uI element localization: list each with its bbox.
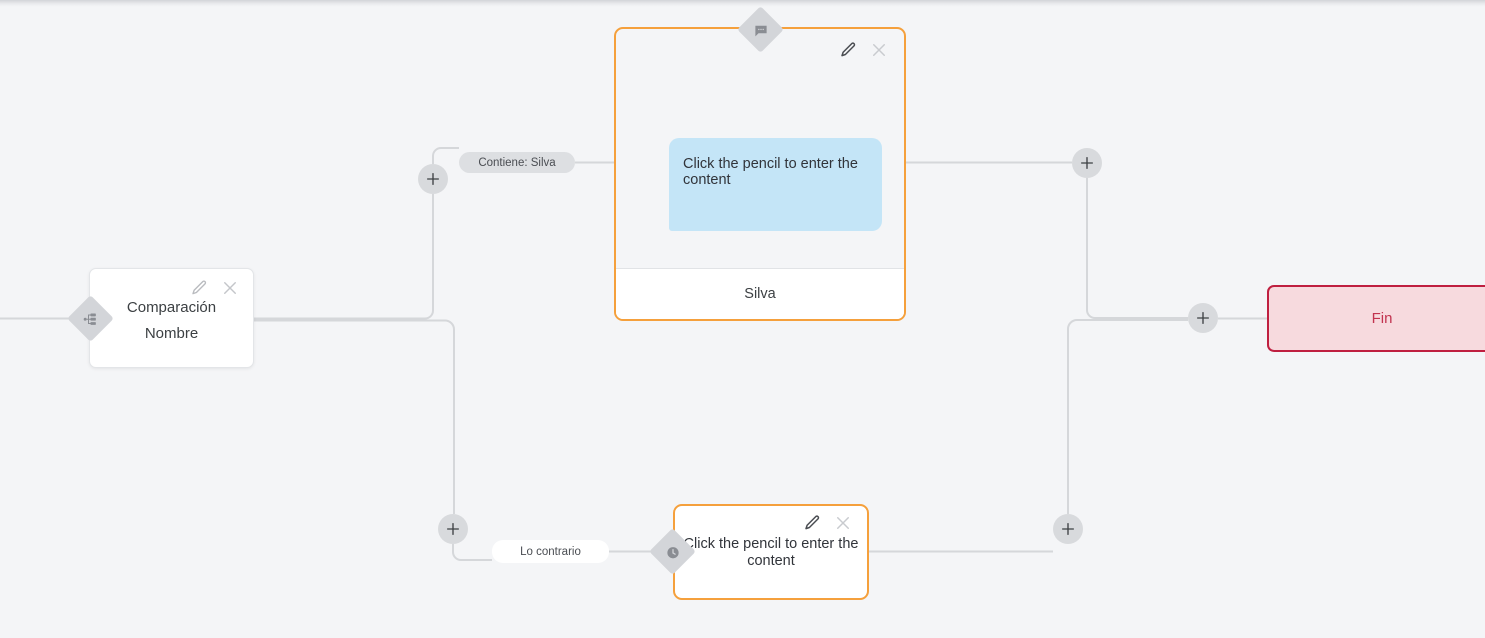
wire-p3-to-p4	[1086, 178, 1188, 319]
node-delay-card[interactable]: Click the pencil to enter the content	[673, 504, 869, 600]
add-step-button[interactable]	[1053, 514, 1083, 544]
branch-icon	[83, 311, 99, 327]
toolbar-bottom-edge	[0, 0, 1485, 7]
wire-p2-to-label	[452, 544, 492, 561]
comparison-title: Comparación	[126, 299, 217, 316]
delay-handle[interactable]	[649, 528, 696, 575]
delay-card-text: Click the pencil to enter the content	[683, 536, 859, 570]
add-step-button[interactable]	[1072, 148, 1102, 178]
message-card-actions	[839, 41, 888, 59]
add-step-button[interactable]	[1188, 303, 1218, 333]
pencil-icon[interactable]	[803, 514, 821, 532]
add-step-button[interactable]	[438, 514, 468, 544]
delay-card-actions	[803, 514, 852, 532]
node-comparison[interactable]: Comparación Nombre	[89, 268, 254, 368]
close-icon[interactable]	[221, 279, 239, 297]
message-bubble: Click the pencil to enter the content	[669, 138, 882, 231]
node-message-card[interactable]: Click the pencil to enter the content Si…	[614, 27, 906, 321]
plus-icon	[427, 173, 439, 185]
close-icon[interactable]	[834, 514, 852, 532]
pencil-icon[interactable]	[839, 41, 857, 59]
pencil-icon[interactable]	[190, 279, 208, 297]
message-bubble-icon	[753, 22, 769, 38]
comparison-subtitle: Nombre	[144, 325, 199, 342]
plus-icon	[1081, 157, 1093, 169]
wire-cmp-to-true	[254, 194, 434, 320]
clock-icon	[665, 544, 681, 560]
plus-icon	[447, 523, 459, 535]
wire-cmp-to-false	[254, 319, 455, 514]
add-step-button[interactable]	[418, 164, 448, 194]
wire-p1-to-label	[432, 147, 459, 164]
comparison-node-actions	[190, 279, 239, 297]
node-end[interactable]: Fin	[1267, 285, 1485, 352]
plus-icon	[1197, 312, 1209, 324]
wire-p5-to-p4	[1067, 319, 1188, 514]
plus-icon	[1062, 523, 1074, 535]
message-card-footer: Silva	[616, 268, 904, 319]
edge-label-false[interactable]: Lo contrario	[492, 540, 609, 563]
edge-label-true[interactable]: Contiene: Silva	[459, 152, 575, 173]
message-handle[interactable]	[737, 6, 784, 53]
branch-handle[interactable]	[67, 295, 114, 342]
close-icon[interactable]	[870, 41, 888, 59]
message-card-body: Click the pencil to enter the content	[616, 29, 904, 269]
